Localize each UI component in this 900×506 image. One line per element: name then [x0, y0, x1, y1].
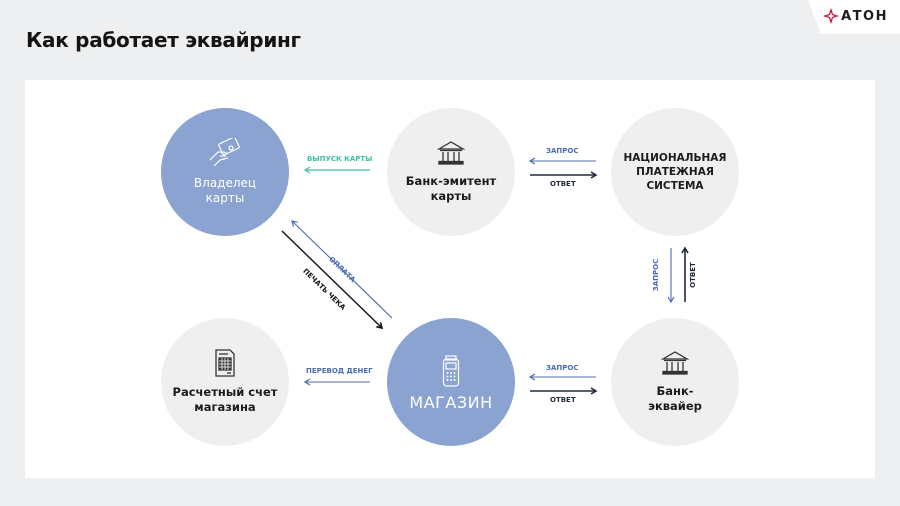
- node-label: Банк-эмитент карты: [405, 174, 497, 203]
- node-label: Банк- эквайер: [648, 384, 702, 413]
- label-nps-acquirer-response: ОТВЕТ: [688, 262, 697, 288]
- label-store-acquirer-request: ЗАПРОС: [546, 364, 579, 372]
- label-store-acquirer-response: ОТВЕТ: [550, 396, 576, 404]
- node-label: МАГАЗИН: [409, 392, 493, 412]
- arrow-receipt-print: [281, 230, 384, 330]
- calculator-document-icon: [215, 349, 235, 377]
- label-issuer-nps-request: ЗАПРОС: [546, 147, 579, 155]
- node-issuer-bank: Банк-эмитент карты: [387, 108, 515, 236]
- node-store: МАГАЗИН: [387, 318, 515, 446]
- label-money-transfer: ПЕРЕВОД ДЕНЕГ: [306, 367, 373, 375]
- label-issuer-nps-response: ОТВЕТ: [550, 180, 576, 188]
- logo-background: [808, 0, 900, 34]
- arrow-payment: [291, 220, 393, 319]
- page-title: Как работает эквайринг: [26, 28, 301, 52]
- node-acquirer-bank: Банк- эквайер: [611, 318, 739, 446]
- bank-icon: [437, 141, 465, 165]
- label-nps-acquirer-request: ЗАПРОС: [652, 258, 661, 292]
- node-label: Расчетный счет магазина: [172, 385, 278, 414]
- node-cardholder: Владелец карты: [161, 108, 289, 236]
- node-label: Владелец карты: [193, 176, 257, 205]
- node-national-payment-system: НАЦИОНАЛЬНАЯ ПЛАТЕЖНАЯ СИСТЕМА: [611, 108, 739, 236]
- aton-logo: АТОН: [823, 8, 888, 24]
- bank-icon: [661, 351, 689, 375]
- pos-terminal-icon: [442, 354, 460, 387]
- node-label: НАЦИОНАЛЬНАЯ ПЛАТЕЖНАЯ СИСТЕМА: [623, 152, 727, 192]
- logo-text: АТОН: [841, 8, 888, 24]
- hand-card-icon: [209, 138, 240, 167]
- node-merchant-account: Расчетный счет магазина: [161, 318, 289, 446]
- aton-star-icon: [823, 8, 840, 24]
- label-card-issue: ВЫПУСК КАРТЫ: [307, 155, 373, 163]
